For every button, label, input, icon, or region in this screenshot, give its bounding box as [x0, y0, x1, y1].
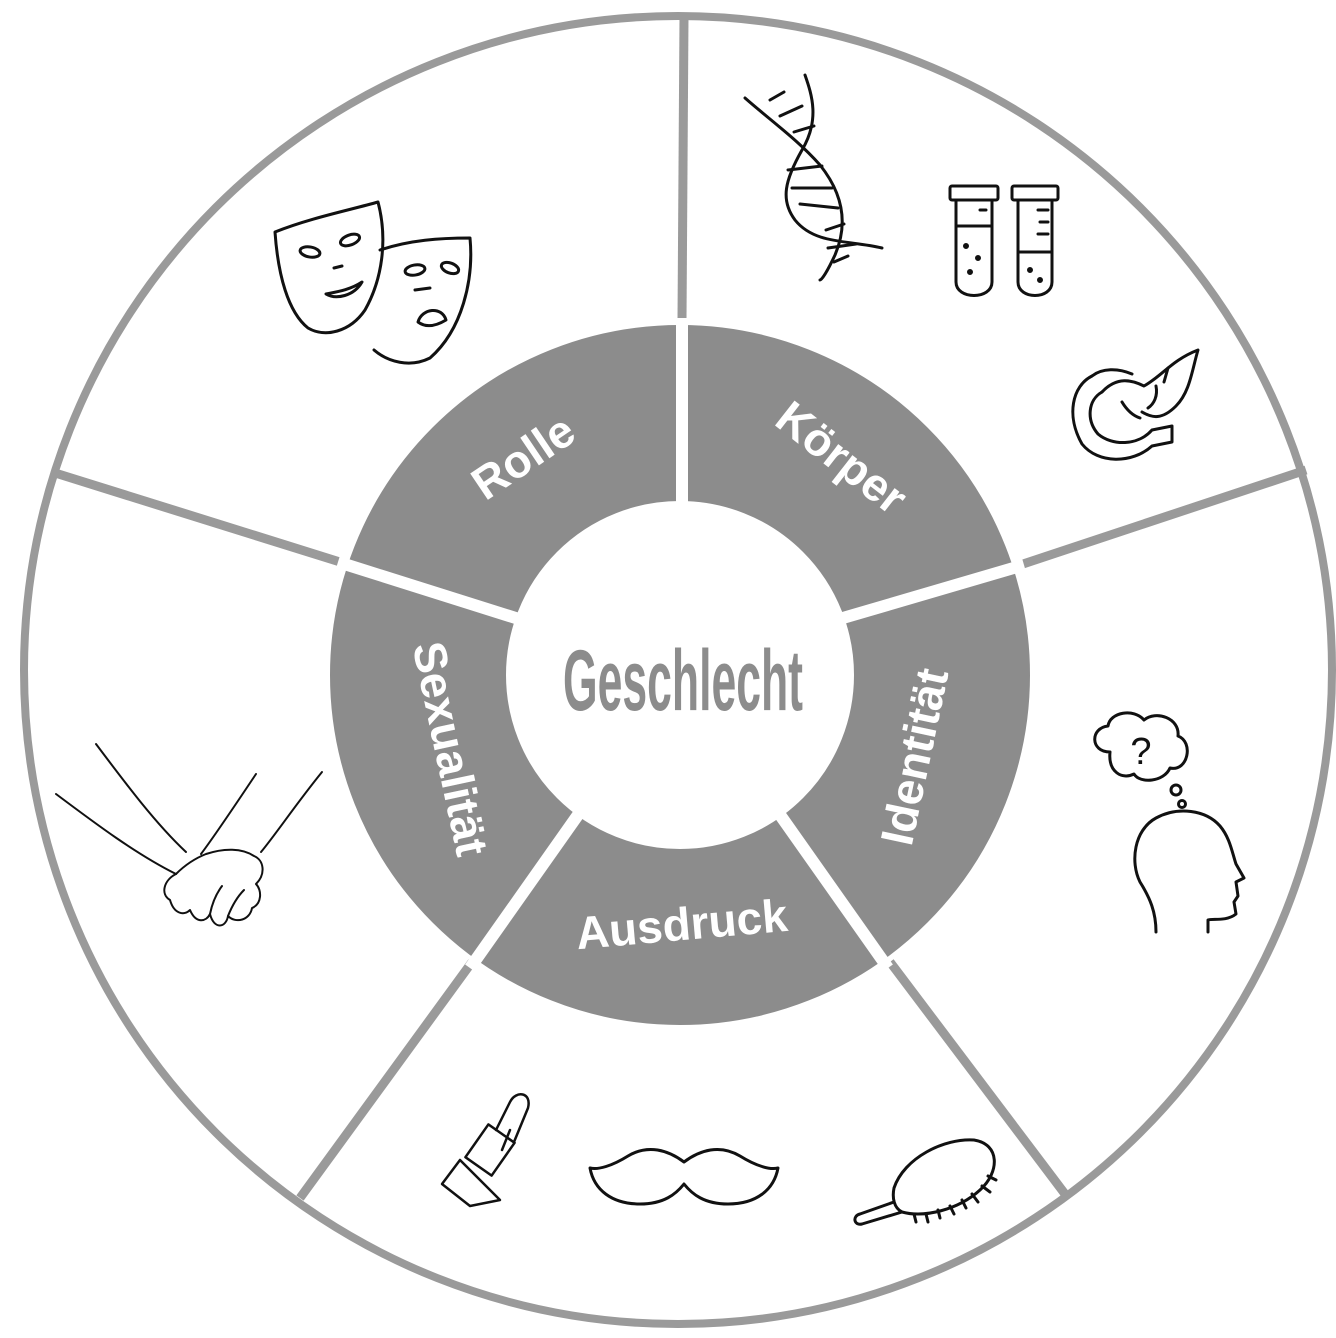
dna-icon — [743, 73, 884, 282]
mustache-icon — [588, 1148, 780, 1206]
ring-separator-bottom-left — [465, 808, 585, 972]
ring-separator-left — [336, 556, 524, 626]
center-label: Geschlecht — [563, 633, 803, 729]
ring-separators — [336, 318, 1026, 972]
spoke-bottom-left — [296, 959, 476, 1201]
center-circle — [508, 503, 852, 847]
holding-hands-icon — [55, 743, 323, 927]
thinking-head-icon — [1093, 711, 1246, 934]
lipstick-icon — [440, 1093, 530, 1208]
outer-spokes — [50, 15, 1308, 1201]
question-mark: ? — [1130, 731, 1151, 773]
spoke-bottom-right — [886, 959, 1072, 1201]
ring-separator-bottom-right — [773, 808, 893, 972]
test-tubes-icon — [948, 184, 1060, 297]
spoke-right — [1018, 465, 1308, 570]
theater-masks-icon — [273, 200, 473, 365]
ring-separator-right — [834, 559, 1026, 626]
spoke-top — [677, 15, 689, 321]
spoke-left — [50, 467, 342, 567]
pancreas-icon — [1071, 348, 1200, 461]
hairbrush-icon — [853, 1138, 998, 1226]
